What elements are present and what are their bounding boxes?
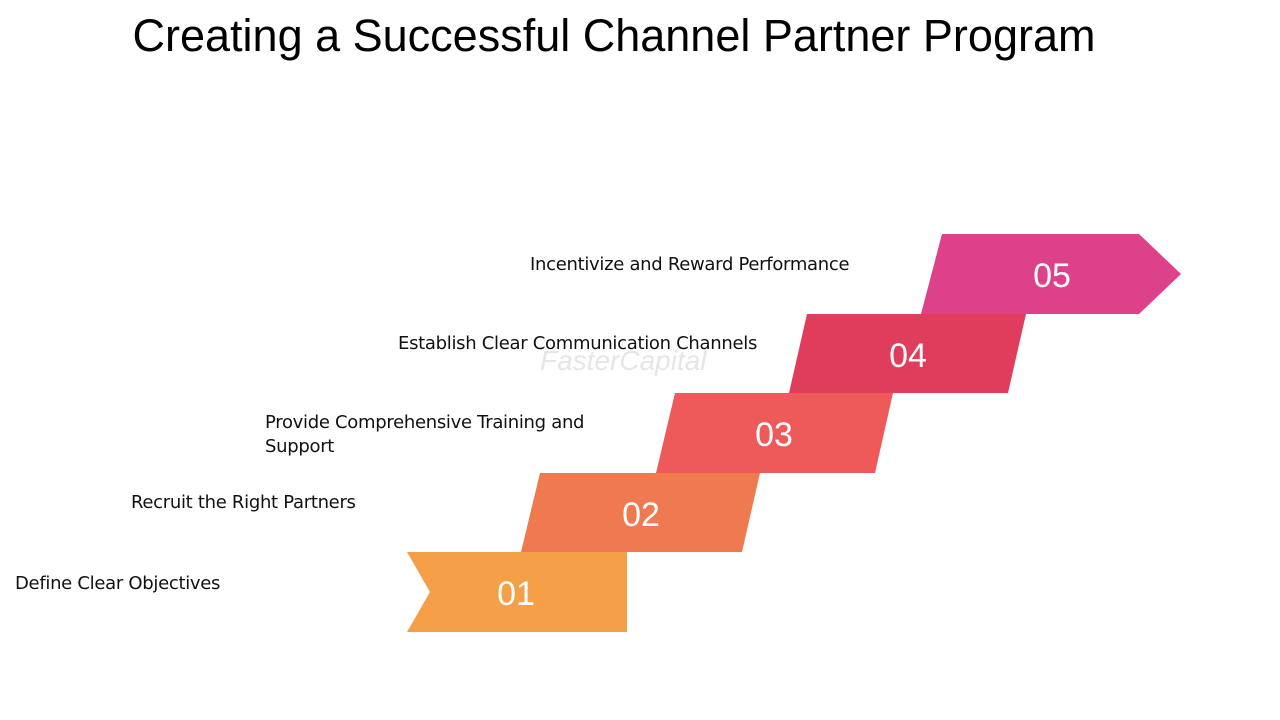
step-02-number: 02 <box>622 496 660 534</box>
step-04-shape <box>789 314 1026 393</box>
watermark-logo: FasterCapital <box>540 345 707 376</box>
step-05-shape <box>921 234 1181 314</box>
page-title: Creating a Successful Channel Partner Pr… <box>132 10 1096 61</box>
step-04-number: 04 <box>889 337 927 375</box>
step-05-label: Incentivize and Reward Performance <box>530 254 850 275</box>
step-03-label: Provide Comprehensive Training and Suppo… <box>265 412 585 457</box>
step-01-number: 01 <box>497 575 535 613</box>
step-04-label: Establish Clear Communication Channels <box>398 333 758 354</box>
step-03-shape <box>656 393 893 473</box>
step-01-label: Define Clear Objectives <box>15 573 221 594</box>
step-05-number: 05 <box>1033 257 1071 295</box>
step-02-shape <box>521 473 760 552</box>
step-02-label: Recruit the Right Partners <box>131 492 356 513</box>
step-01-shape <box>407 552 627 632</box>
step-03-number: 03 <box>755 416 793 454</box>
